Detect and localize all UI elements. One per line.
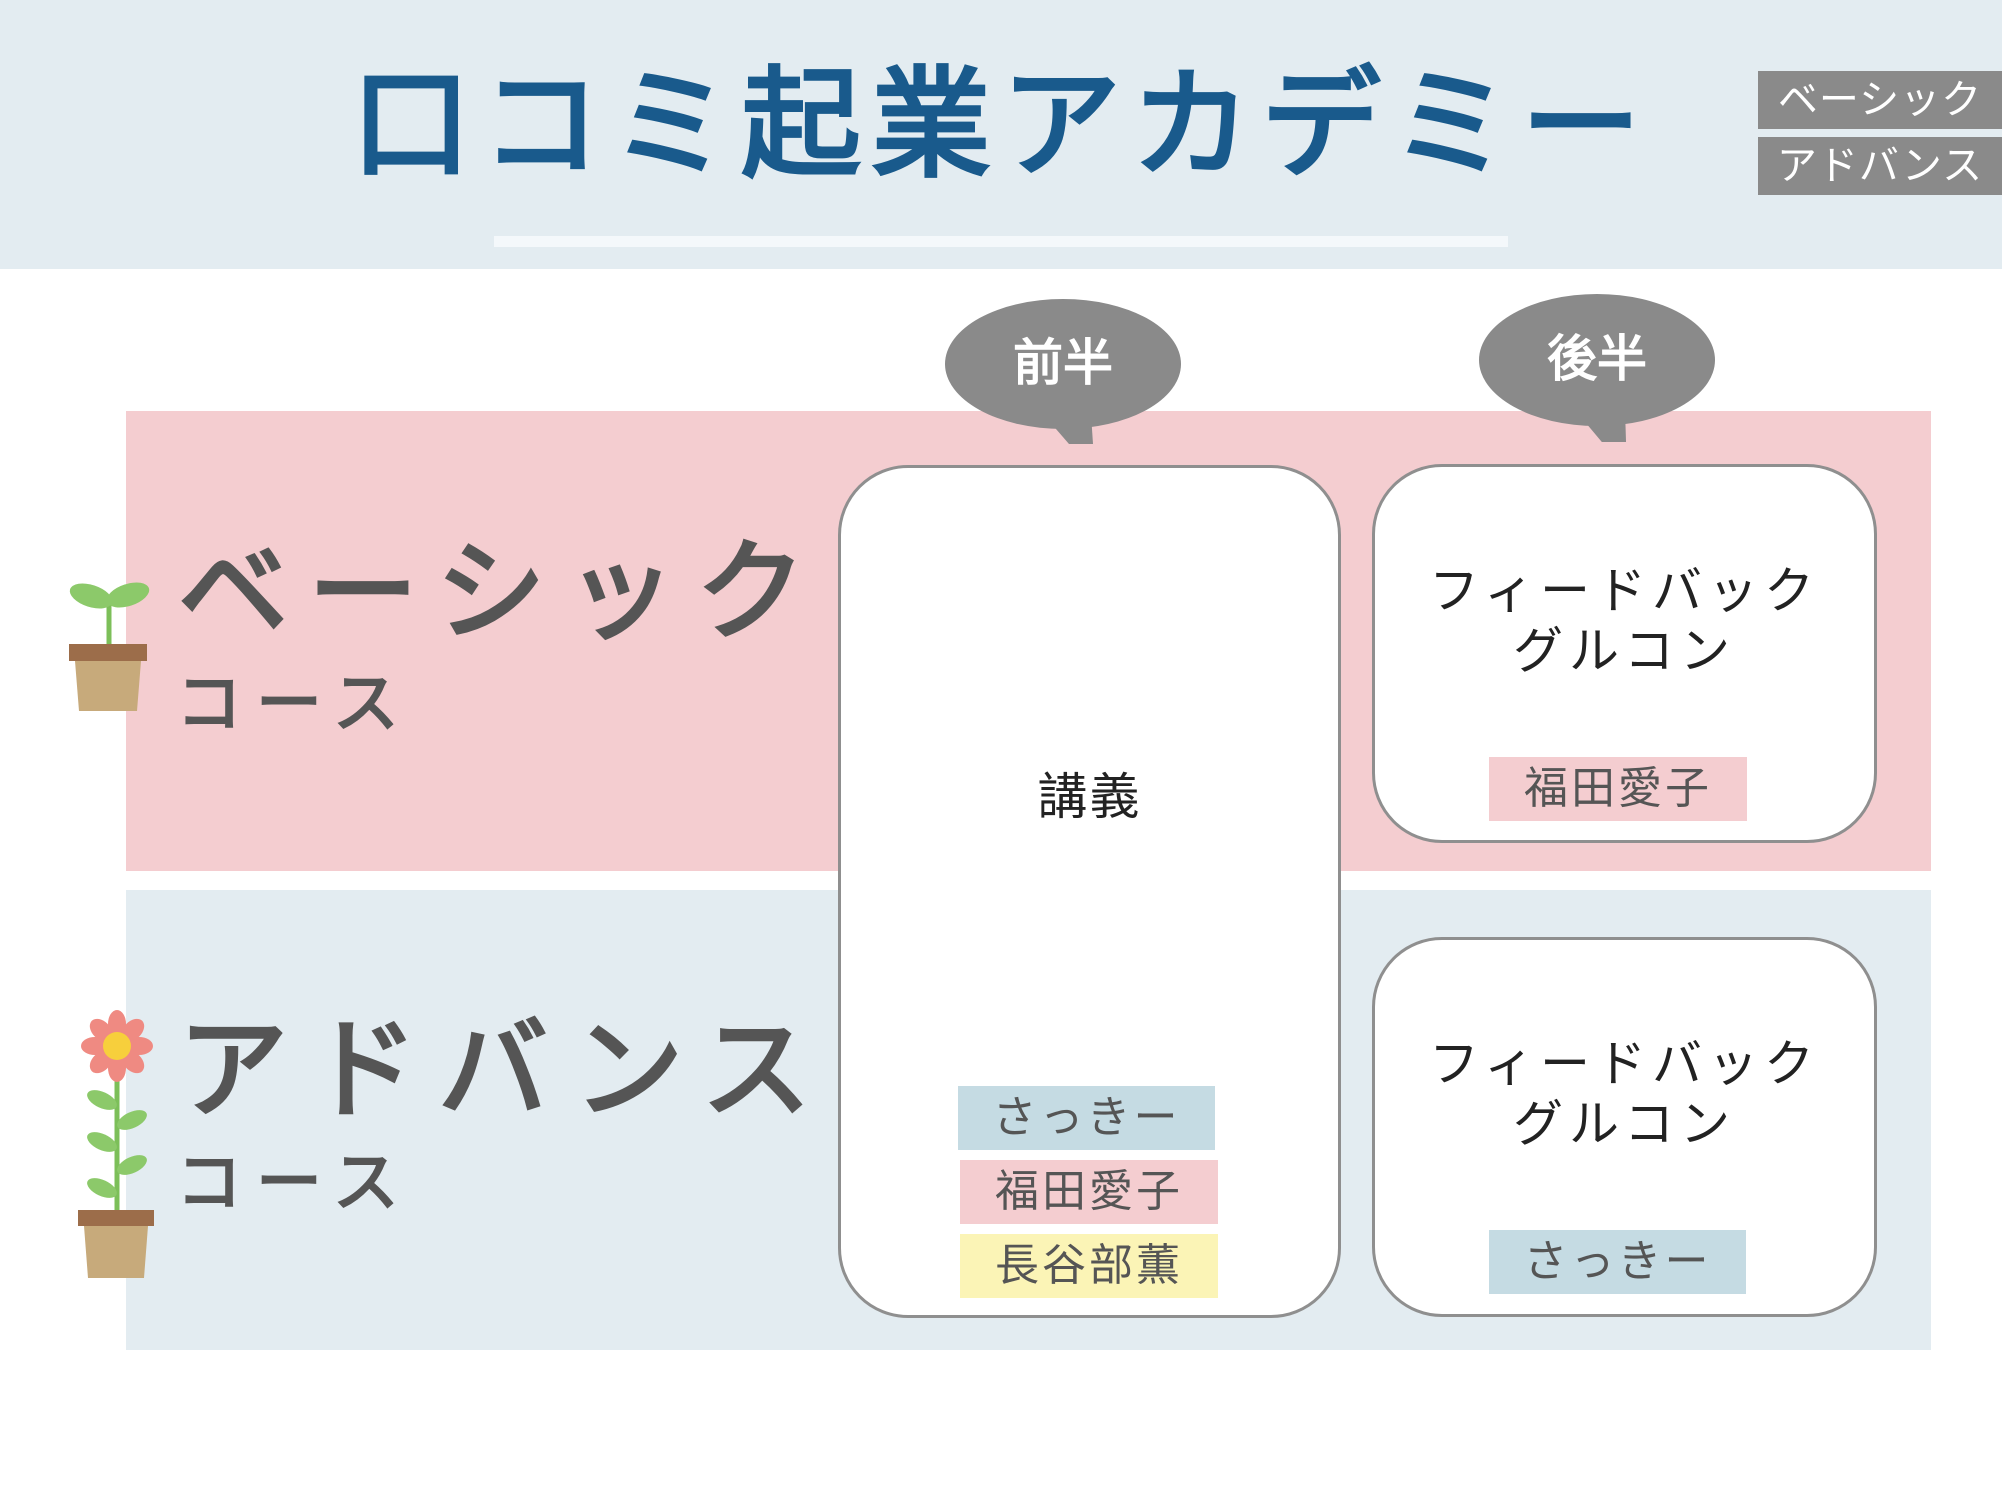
title-divider	[494, 236, 1508, 247]
basic-feedback-title: フィードバック	[1429, 562, 1820, 620]
first-half-label: 前半	[1013, 334, 1113, 392]
second-half-bubble	[1479, 294, 1715, 442]
advance-feedback-instructor-tag: さっきー	[1489, 1230, 1746, 1294]
page-title: 口コミ起業アカデミー	[351, 54, 1651, 195]
advance-label-tag: アドバンス	[1758, 137, 2002, 195]
lecture-title: 講義	[1037, 768, 1142, 826]
sprout-pot-icon	[69, 582, 150, 711]
basic-course-suffix: コース	[176, 664, 413, 742]
basic-feedback-instructor-tag: 福田愛子	[1489, 757, 1747, 821]
flower-pot-icon	[78, 1010, 154, 1278]
advance-feedback-subtitle: グルコン	[1513, 1095, 1736, 1153]
basic-course-name: ベーシック	[178, 527, 826, 656]
basic-label-tag: ベーシック	[1758, 71, 2002, 129]
first-half-bubble	[945, 299, 1181, 444]
advance-course-name: アドバンス	[178, 1005, 832, 1134]
lecture-instructor-tag: 長谷部薫	[960, 1234, 1218, 1298]
header-banner	[0, 0, 2002, 269]
advance-course-suffix: コース	[176, 1143, 413, 1221]
lecture-instructor-tag: さっきー	[958, 1086, 1215, 1150]
advance-feedback-title: フィードバック	[1429, 1035, 1820, 1093]
basic-feedback-subtitle: グルコン	[1513, 622, 1736, 680]
lecture-instructor-tag: 福田愛子	[960, 1160, 1218, 1224]
second-half-label: 後半	[1547, 330, 1647, 388]
